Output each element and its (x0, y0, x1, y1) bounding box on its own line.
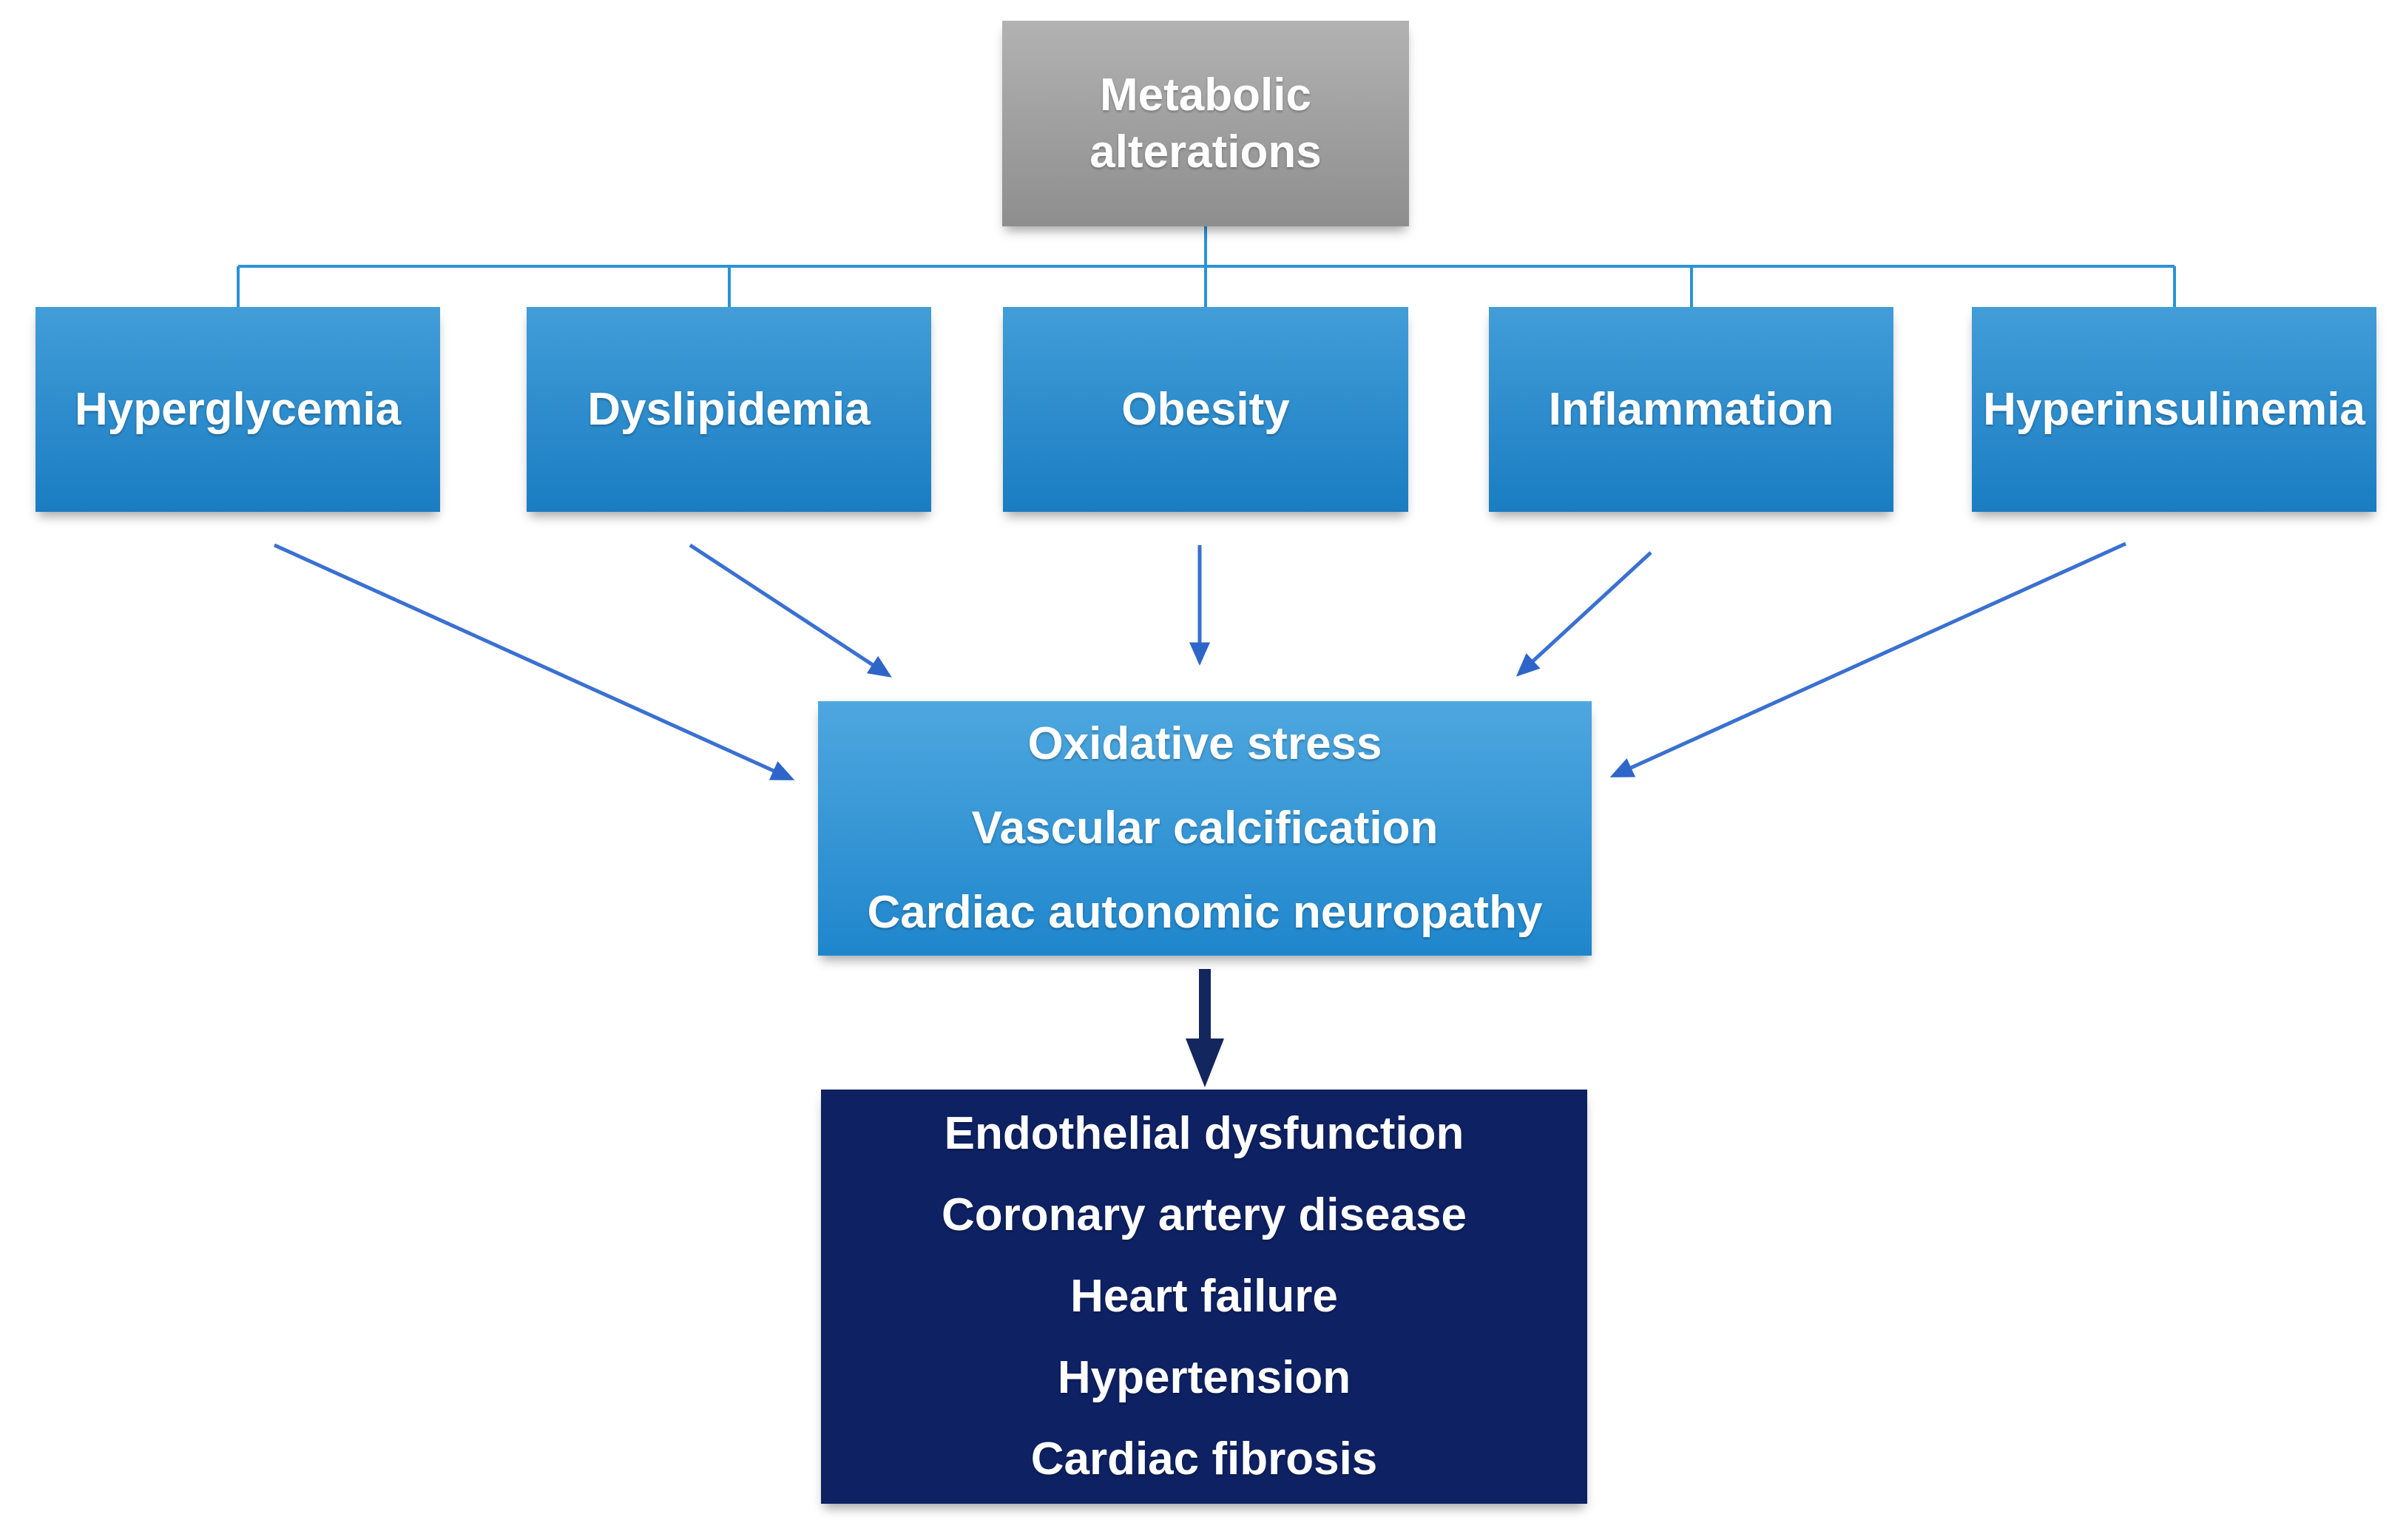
arrow-hyperinsulinemia-to-hub-icon (1609, 541, 2127, 777)
outcome-line-heart-failure: Heart failure (1070, 1271, 1338, 1322)
node-dyslipidemia-label: Dyslipidemia (587, 384, 871, 435)
node-obesity-label: Obesity (1121, 384, 1290, 435)
outcome-line-hypertension: Hypertension (1057, 1352, 1351, 1403)
node-hyperinsulinemia-label: Hyperinsulinemia (1983, 384, 2365, 435)
outcome-line-cardiac-fibrosis: Cardiac fibrosis (1030, 1433, 1378, 1485)
node-hyperinsulinemia: Hyperinsulinemia (1972, 307, 2376, 512)
arrow-dyslipidemia-to-hub-icon (689, 543, 892, 678)
node-metabolic-alterations: Metabolic alterations (1002, 21, 1409, 226)
node-hyperglycemia: Hyperglycemia (36, 307, 440, 512)
outcome-line-coronary-artery-disease: Coronary artery disease (942, 1189, 1467, 1240)
arrow-hyperglycemia-to-hub-icon (273, 543, 795, 780)
hub-line-cardiac-autonomic-neuropathy: Cardiac autonomic neuropathy (867, 887, 1543, 938)
outcome-line-endothelial-dysfunction: Endothelial dysfunction (944, 1108, 1464, 1159)
node-dyslipidemia: Dyslipidemia (527, 307, 931, 512)
tree-connector-lines (237, 226, 2176, 307)
node-inflammation: Inflammation (1489, 307, 1893, 512)
hub-line-vascular-calcification: Vascular calcification (971, 803, 1439, 854)
node-inflammation-label: Inflammation (1548, 384, 1834, 435)
node-hyperglycemia-label: Hyperglycemia (74, 384, 402, 435)
node-cardiovascular-outcomes: Endothelial dysfunction Coronary artery … (821, 1090, 1587, 1504)
node-metabolic-alterations-label: Metabolic alterations (1089, 69, 1322, 178)
thick-down-arrow-icon (1186, 969, 1224, 1087)
node-obesity: Obesity (1003, 307, 1408, 512)
arrow-inflammation-to-hub-icon (1515, 551, 1652, 677)
node-intermediate-mechanisms: Oxidative stress Vascular calcification … (818, 701, 1592, 956)
hub-line-oxidative-stress: Oxidative stress (1027, 718, 1382, 769)
